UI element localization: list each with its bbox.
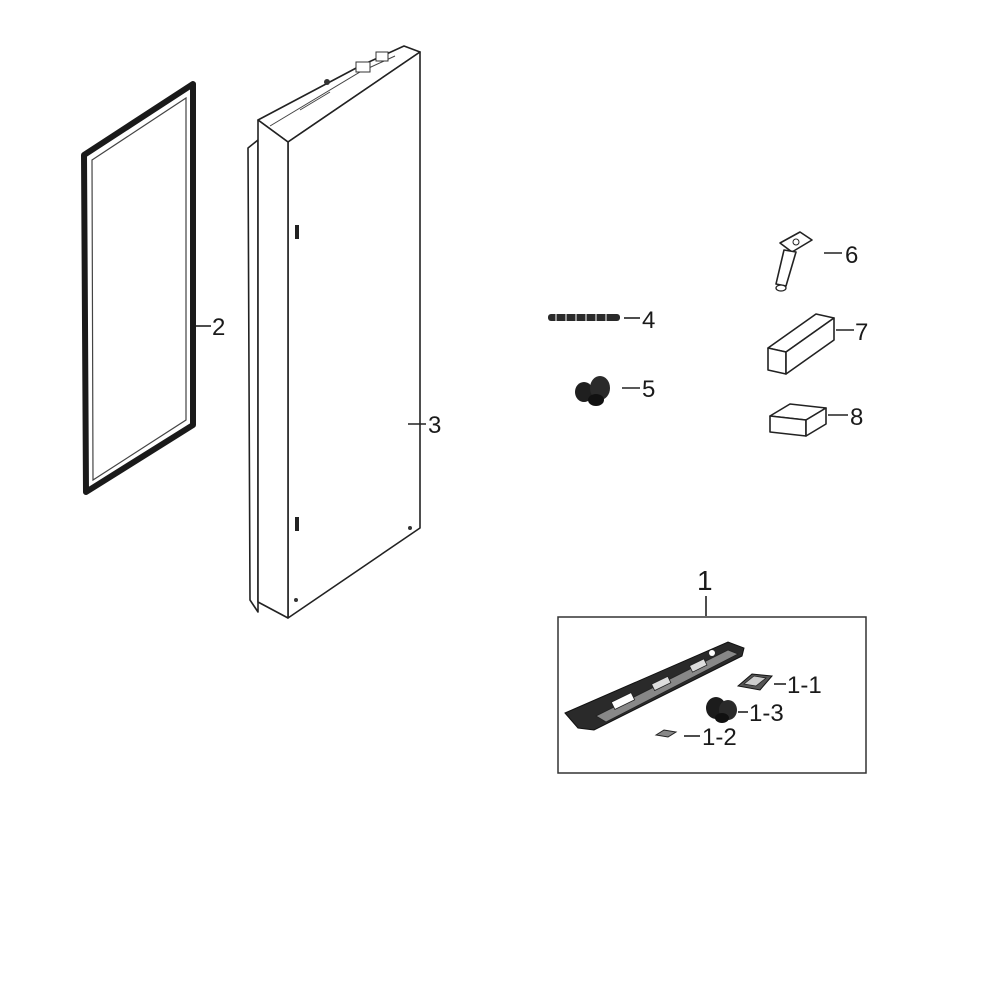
spacer-long [767,313,835,375]
callout-1: 1 [697,565,713,596]
callout-4: 4 [642,307,655,334]
callout-1-1: 1-1 [787,672,822,699]
callout-1-3: 1-3 [749,700,784,727]
callout-3: 3 [428,412,441,439]
callout-6: 6 [845,242,858,269]
hinge-cap [575,376,610,406]
door-gasket [81,81,196,495]
hinge-pin [775,231,813,292]
washer [654,729,678,738]
cap [706,697,737,723]
door-foam-assembly [247,45,421,619]
callout-8: 8 [850,404,863,431]
callout-2: 2 [212,314,225,341]
callout-5: 5 [642,376,655,403]
callout-1-2: 1-2 [702,724,737,751]
assembly-box [557,616,867,774]
callout-7: 7 [855,319,868,346]
hinge-rail [564,641,745,731]
spacer-short [769,403,827,437]
bracket [736,673,774,691]
screw-strip [548,314,620,321]
